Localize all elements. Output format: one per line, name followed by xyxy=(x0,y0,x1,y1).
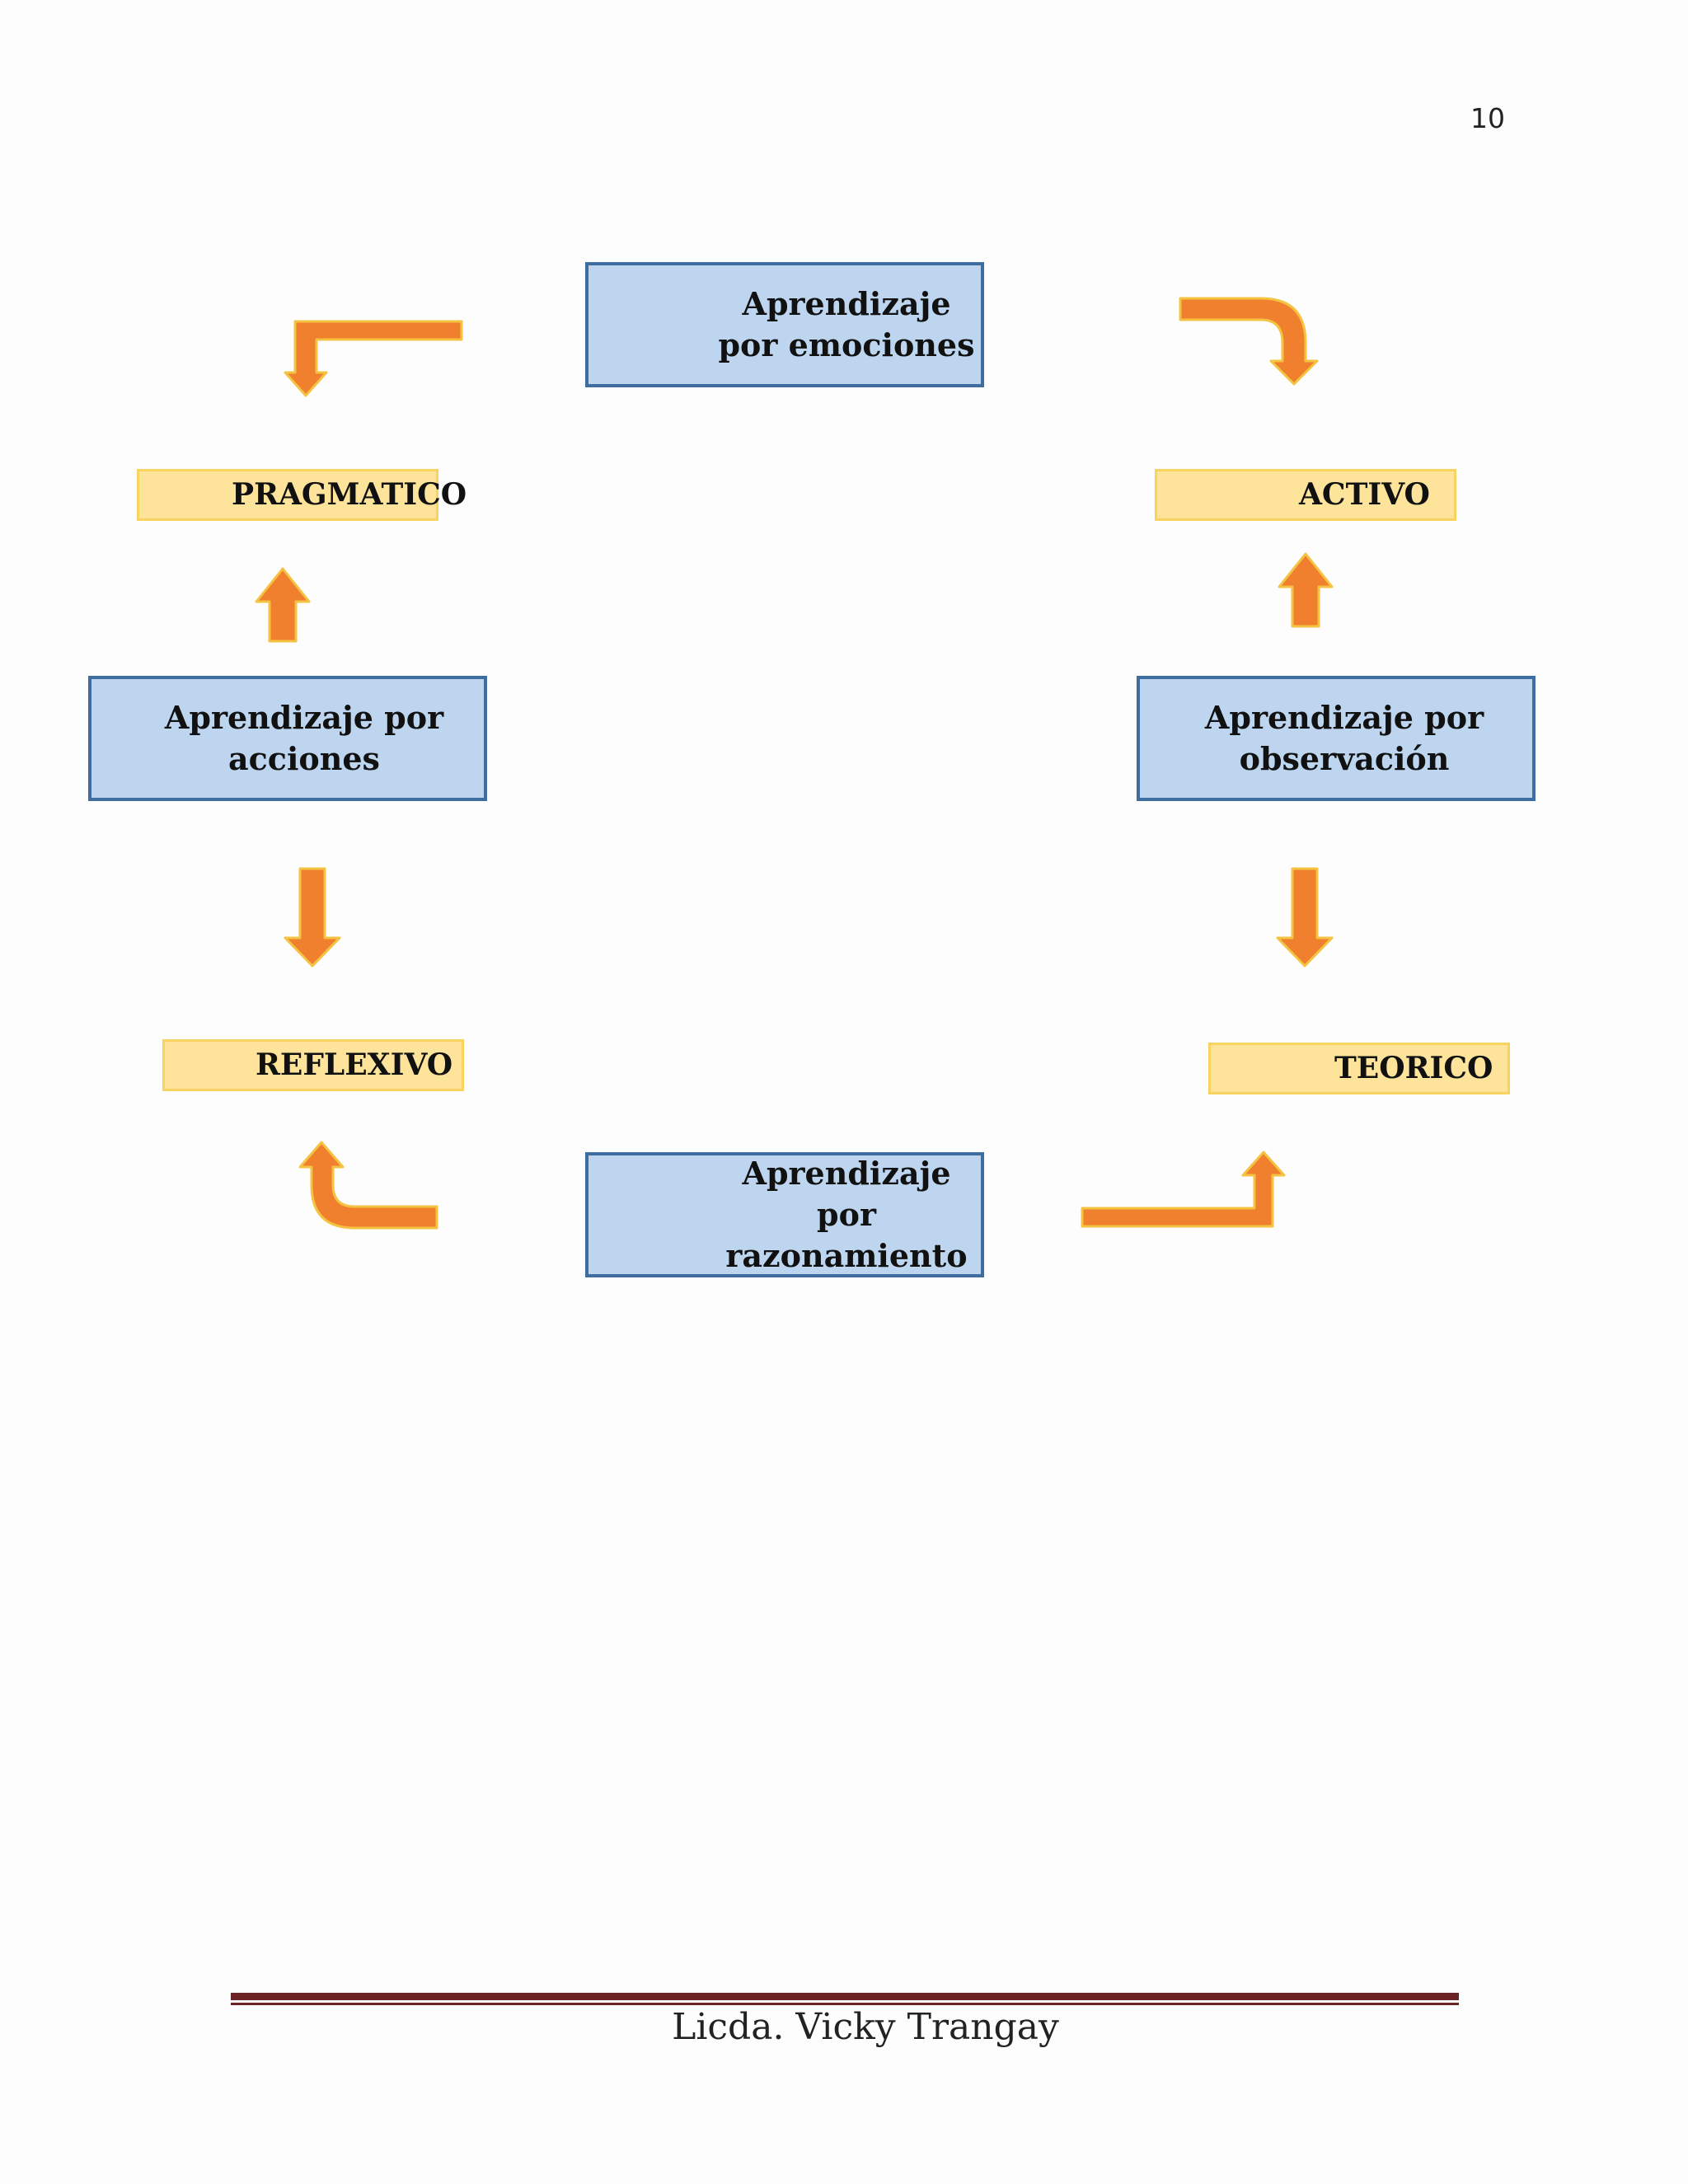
footer-author: Licda. Vicky Trangay xyxy=(672,2006,1059,2048)
curved-arrow-up-left-icon xyxy=(298,1141,438,1230)
box-aprendizaje-observacion: Aprendizaje por observación xyxy=(1137,676,1536,801)
arrow-up-icon xyxy=(255,567,311,643)
arrow-down-icon xyxy=(1276,867,1334,968)
box-emociones-label: Aprendizaje por emociones xyxy=(718,285,975,363)
page-number: 10 xyxy=(1470,102,1505,134)
label-teorico: TEORICO xyxy=(1208,1043,1510,1094)
box-aprendizaje-razonamiento: Aprendizaje por razonamiento xyxy=(585,1152,984,1277)
bent-arrow-up-right-icon xyxy=(1081,1151,1286,1228)
label-activo: ACTIVO xyxy=(1155,469,1456,521)
label-reflexivo-text: REFLEXIVO xyxy=(256,1047,453,1082)
box-observacion-label: Aprendizaje por observación xyxy=(1204,699,1484,777)
footer-divider xyxy=(231,1993,1459,2000)
footer-divider-thin xyxy=(231,2003,1459,2005)
arrow-down-icon xyxy=(284,867,341,968)
label-pragmatico: PRAGMATICO xyxy=(137,469,467,521)
curved-arrow-down-right-icon xyxy=(1179,297,1319,386)
box-acciones-label: Aprendizaje por acciones xyxy=(164,699,444,777)
arrow-up-icon xyxy=(1278,552,1334,628)
label-teorico-text: TEORICO xyxy=(1334,1051,1493,1085)
label-reflexivo: REFLEXIVO xyxy=(162,1039,464,1091)
bent-arrow-down-left-icon xyxy=(284,320,463,397)
box-razonamiento-label: Aprendizaje por razonamiento xyxy=(725,1155,968,1274)
label-activo-text: ACTIVO xyxy=(1299,477,1430,512)
label-pragmatico-text: PRAGMATICO xyxy=(232,477,467,512)
box-aprendizaje-acciones: Aprendizaje por acciones xyxy=(88,676,487,801)
box-aprendizaje-emociones: Aprendizaje por emociones xyxy=(585,262,984,387)
